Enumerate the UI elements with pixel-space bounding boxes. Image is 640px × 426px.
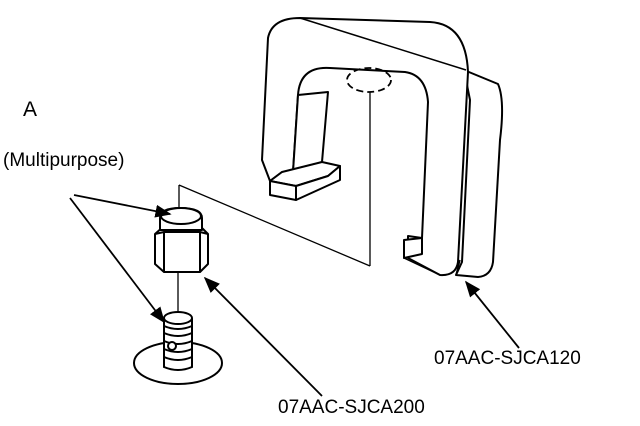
- arrow-sjca200: [203, 276, 323, 397]
- label-tool-sjca120: 07AAC-SJCA120: [434, 348, 581, 369]
- assembly-lines: [177, 92, 371, 312]
- frame-hole: [346, 67, 392, 93]
- c-frame-tool: [261, 17, 504, 278]
- arrow-sjca120: [464, 280, 520, 349]
- arrow-multipurpose-to-cap: [73, 194, 172, 218]
- hex-adapter-tool: [154, 207, 209, 273]
- label-multipurpose: (Multipurpose): [3, 150, 125, 171]
- label-tool-sjca200: 07AAC-SJCA200: [278, 397, 425, 418]
- arrow-multipurpose-to-stud: [69, 197, 165, 324]
- leader-arrows: [69, 194, 520, 397]
- label-a: A: [23, 98, 38, 121]
- threaded-stud: [133, 311, 223, 385]
